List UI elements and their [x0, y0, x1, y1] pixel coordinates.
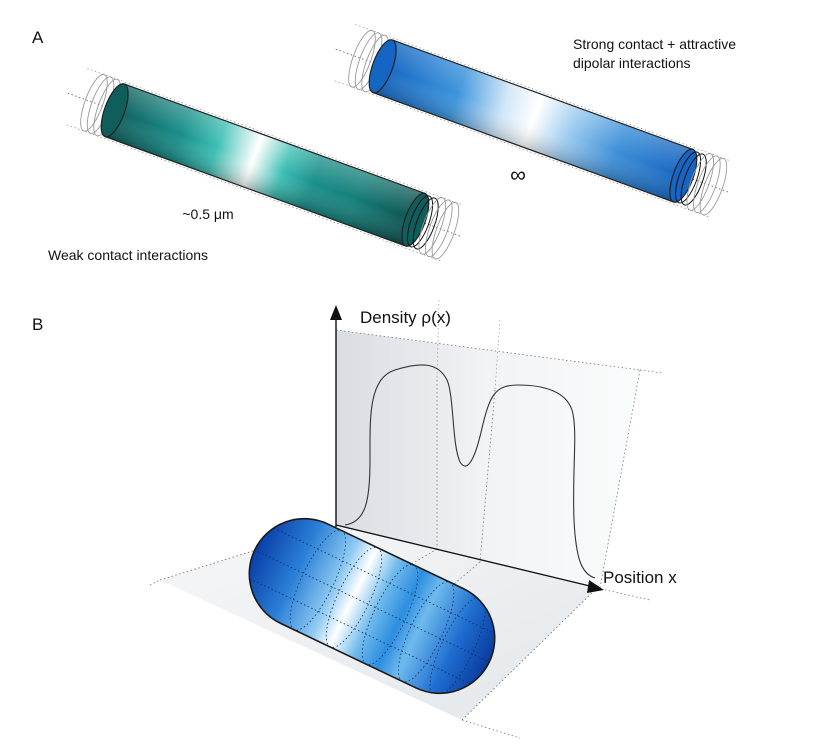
y-axis-arrow: [330, 305, 342, 320]
panel-a-label: A: [32, 28, 44, 47]
y-axis-label: Density ρ(x): [360, 308, 451, 327]
x-axis-label: Position x: [603, 568, 677, 587]
teal-rod-length-label: ~0.5 μm: [182, 206, 233, 222]
rod-guide-line: [355, 24, 732, 162]
capsule-outline: [248, 517, 496, 695]
teal-rod-caption: Weak contact interactions: [48, 247, 208, 263]
rod-end-cap: [100, 83, 129, 138]
blue-rod-caption-line2: dipolar interactions: [573, 55, 691, 71]
ghost-rings-right: [686, 153, 728, 216]
x-axis-arrow: [587, 580, 604, 593]
density-wall: [336, 330, 640, 588]
blue-rod-caption-line1: Strong contact + attractive: [573, 36, 736, 52]
blue-capsule: [242, 517, 502, 698]
rod-end-cap: [368, 39, 397, 94]
panel-b-label: B: [32, 315, 43, 334]
rod-end-rings: [407, 195, 439, 250]
x-axis: [335, 524, 595, 588]
blue-rod-length-label: ∞: [510, 162, 526, 187]
rod-guide-line: [66, 124, 443, 262]
blue-rod: [334, 24, 732, 218]
rod-end-rings: [675, 151, 707, 206]
rod-end-cap: [669, 148, 698, 203]
capsule-body: [249, 518, 495, 694]
teal-rod: [66, 68, 464, 262]
ghost-rings-right: [418, 197, 460, 260]
rod-end-cap: [401, 192, 430, 247]
density-curve: [344, 364, 596, 579]
